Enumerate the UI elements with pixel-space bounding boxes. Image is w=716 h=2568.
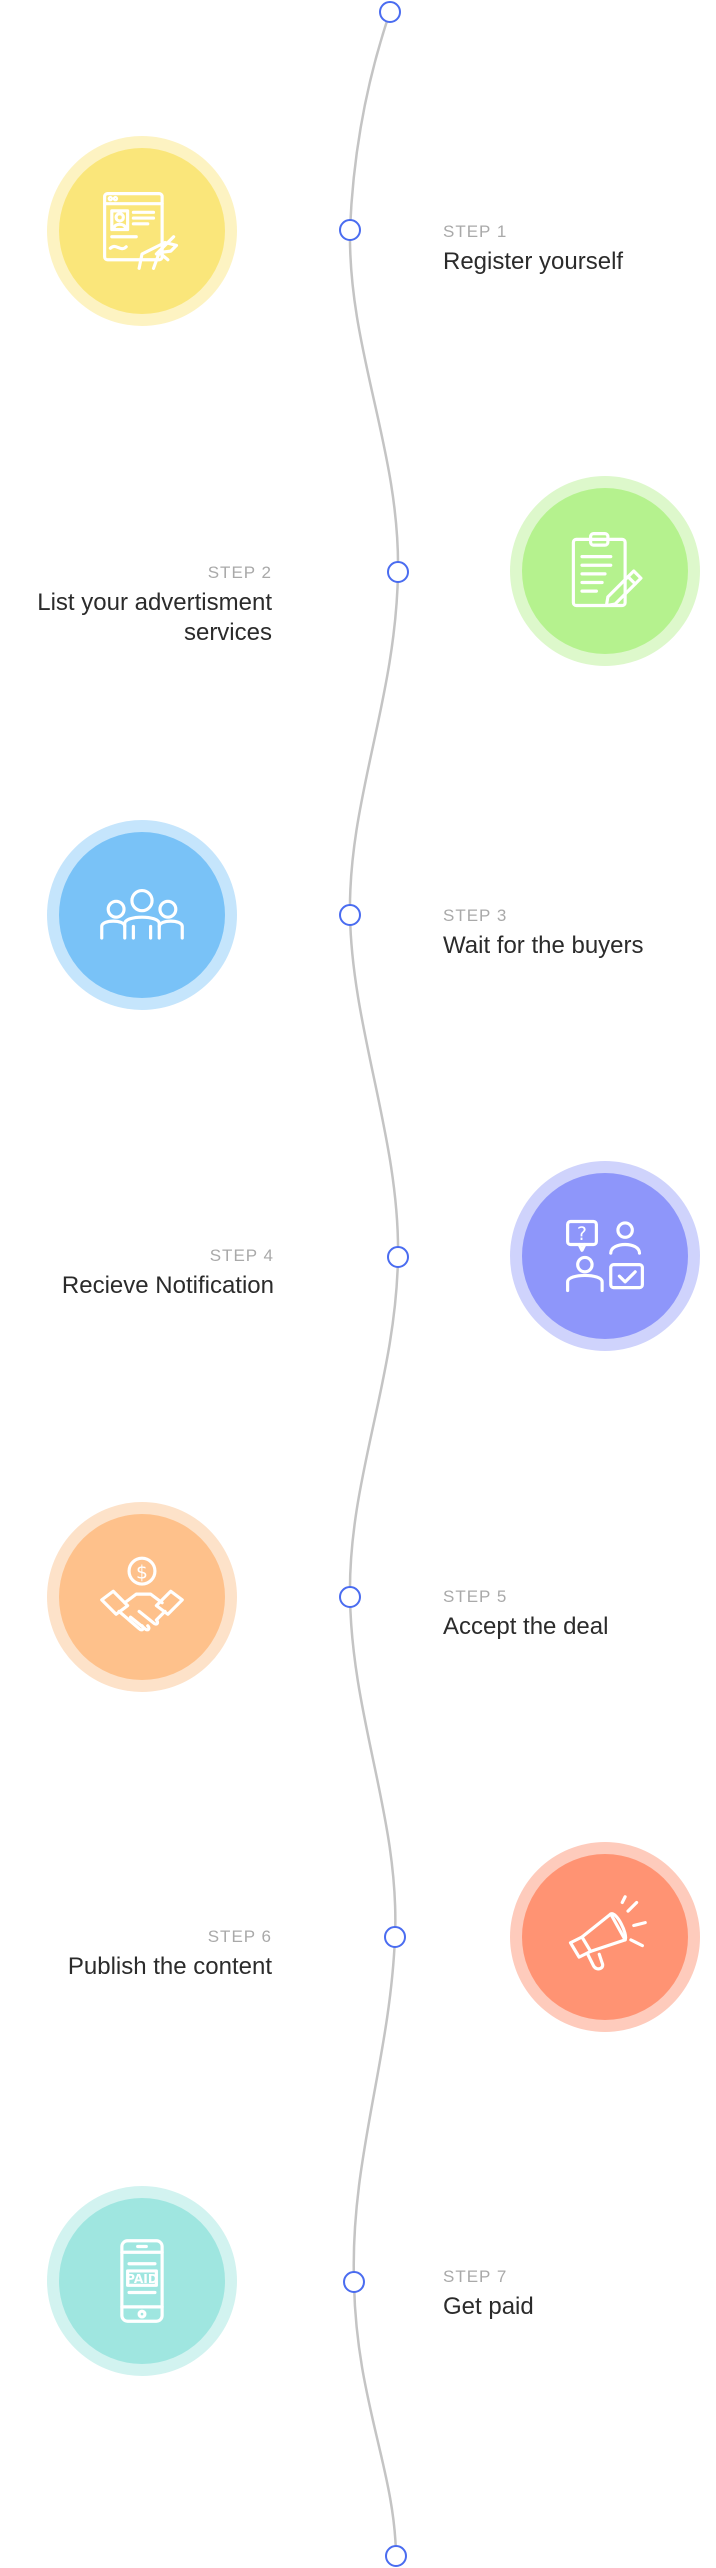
step-3-label: STEP 3 bbox=[443, 906, 508, 925]
step-4-title: Recieve Notification bbox=[61, 1272, 274, 1299]
step-6-icon-circle bbox=[510, 1842, 700, 2032]
step-5-text: STEP 5 Accept the deal bbox=[443, 1586, 608, 1642]
step-1-title: Register yourself bbox=[443, 248, 624, 275]
step-4-icon-circle: ? bbox=[510, 1161, 700, 1351]
timeline-node-bottom bbox=[385, 2545, 407, 2567]
step-7-title: Get paid bbox=[443, 2293, 534, 2320]
step-2-title: List your advertisment services bbox=[37, 589, 272, 646]
step-2-text: STEP 2 List your advertisment services bbox=[0, 562, 272, 648]
timeline-path bbox=[348, 11, 400, 2557]
paid-phone-icon: PAID bbox=[120, 2239, 164, 2323]
step-7-icon-circle: PAID bbox=[47, 2186, 237, 2376]
step-3-title: Wait for the buyers bbox=[443, 932, 644, 959]
timeline-node-step-4 bbox=[387, 1246, 409, 1268]
step-1-text: STEP 1 Register yourself bbox=[443, 221, 623, 277]
timeline-node-step-5 bbox=[339, 1586, 361, 1608]
step-5-icon-circle: $ bbox=[47, 1502, 237, 1692]
timeline-node-step-1 bbox=[339, 219, 361, 241]
step-1-icon-circle bbox=[47, 136, 237, 326]
chat-people-icon: ? bbox=[566, 1219, 644, 1293]
megaphone-icon bbox=[568, 1895, 647, 1971]
timeline-node-step-6 bbox=[384, 1926, 406, 1948]
people-group-icon bbox=[100, 888, 184, 940]
step-7-text: STEP 7 Get paid bbox=[443, 2266, 534, 2322]
svg-text:$: $ bbox=[136, 1562, 148, 1583]
svg-text:PAID: PAID bbox=[126, 2272, 158, 2286]
step-5-title: Accept the deal bbox=[443, 1613, 609, 1640]
timeline-node-step-7 bbox=[343, 2271, 365, 2293]
step-2-label: STEP 2 bbox=[207, 563, 272, 582]
step-4-label: STEP 4 bbox=[209, 1246, 274, 1265]
step-6-title: Publish the content bbox=[67, 1953, 272, 1980]
step-7-label: STEP 7 bbox=[443, 2267, 508, 2286]
clipboard-pencil-icon bbox=[571, 532, 643, 608]
step-2-icon-circle bbox=[510, 476, 700, 666]
step-3-text: STEP 3 Wait for the buyers bbox=[443, 905, 644, 961]
step-6-text: STEP 6 Publish the content bbox=[68, 1926, 272, 1982]
step-1-label: STEP 1 bbox=[443, 222, 508, 241]
registration-form-icon bbox=[103, 192, 179, 270]
svg-text:?: ? bbox=[577, 1224, 587, 1245]
timeline-node-step-3 bbox=[339, 904, 361, 926]
step-4-text: STEP 4 Recieve Notification bbox=[62, 1245, 274, 1301]
step-3-icon-circle bbox=[47, 820, 237, 1010]
timeline-node-step-2 bbox=[387, 561, 409, 583]
step-6-label: STEP 6 bbox=[207, 1927, 272, 1946]
handshake-dollar-icon: $ bbox=[100, 1556, 184, 1632]
step-5-label: STEP 5 bbox=[443, 1587, 508, 1606]
timeline-node-top bbox=[379, 1, 401, 23]
